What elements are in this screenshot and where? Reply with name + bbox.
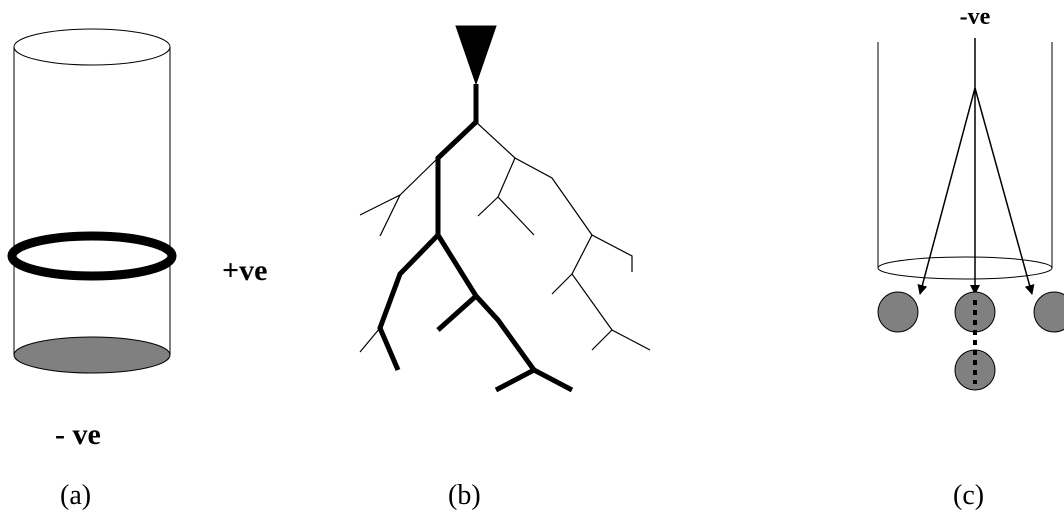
- particle-left: [877, 291, 919, 333]
- particle-right-partial: [1033, 291, 1064, 333]
- panel-c: -ve: [877, 4, 1064, 391]
- caption-a: (a): [60, 480, 91, 511]
- thin-mid-branch: [497, 157, 535, 236]
- thin-right-branch: [475, 121, 633, 272]
- aperture-ellipse: [877, 256, 1053, 280]
- ring-electrode: [7, 231, 177, 281]
- panel-b: [359, 25, 651, 393]
- arrow-left: [917, 87, 976, 295]
- label-negative-c: -ve: [960, 4, 991, 30]
- thick-main-branch: [377, 84, 479, 371]
- caption-b: (b): [448, 480, 481, 511]
- panel-a: +ve - ve: [7, 28, 267, 451]
- thin-lower-right-twig-1: [551, 273, 573, 295]
- thick-side-branch-2: [494, 367, 536, 393]
- thin-left-branch: [359, 157, 439, 216]
- thick-side-branch-1: [436, 294, 478, 332]
- thin-left-twig: [379, 194, 401, 237]
- thick-right-branch: [435, 233, 574, 393]
- thin-mid-twig: [477, 196, 499, 217]
- thin-lower-right-branch: [571, 234, 651, 351]
- label-negative-a: - ve: [55, 418, 101, 451]
- cylinder-bottom-base: [13, 336, 171, 374]
- thin-lower-left-twig: [359, 327, 381, 353]
- needle-tip-triangle: [455, 25, 497, 86]
- caption-c: (c): [953, 480, 984, 511]
- cylinder-top-ellipse: [13, 28, 171, 66]
- arrow-right: [974, 87, 1035, 295]
- thin-lower-right-twig-2: [591, 329, 613, 351]
- label-positive: +ve: [222, 254, 267, 287]
